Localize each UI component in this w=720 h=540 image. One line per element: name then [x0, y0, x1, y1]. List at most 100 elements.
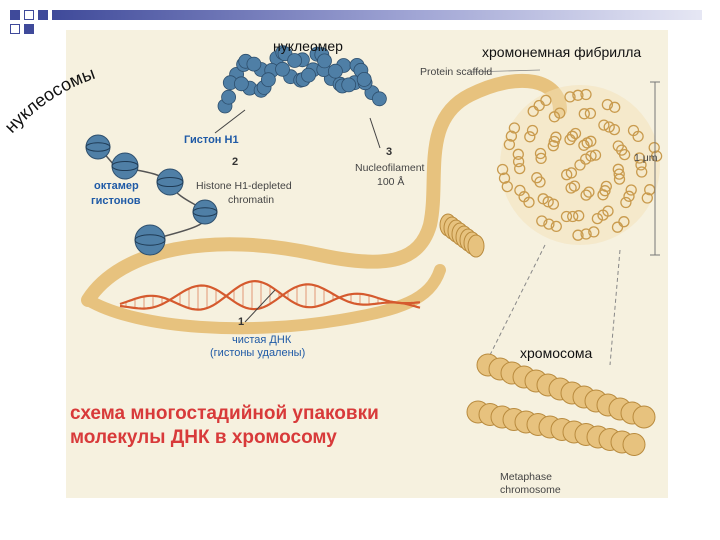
scaffold-loop: [566, 130, 579, 142]
nucleomer-label: нуклеомер: [273, 38, 343, 54]
deco-square-5: [24, 24, 34, 34]
step-2-label: 2: [232, 156, 239, 168]
caption-line-1: схема многостадийной упаковки: [70, 403, 379, 424]
deco-square-4: [10, 24, 20, 34]
scaffold-loop: [514, 162, 526, 175]
nucleomer-bead: [317, 53, 332, 69]
scaffold-loop: [560, 210, 573, 223]
chromatin-ribbon-lower: [82, 264, 446, 335]
scaffold-loop: [512, 155, 525, 168]
nucleomer-bead: [287, 53, 303, 68]
nucleomer-bead: [341, 77, 357, 93]
deco-square-2: [24, 10, 34, 20]
scaffold-loop: [620, 196, 632, 209]
caption-line-2: молекулы ДНК в хромосому: [70, 427, 337, 449]
scaffold-loop: [523, 196, 535, 208]
scaffold-loop: [578, 108, 590, 120]
scaffold-loop: [636, 166, 648, 178]
scaffold-loop: [543, 218, 555, 230]
scaffold-loop: [633, 152, 646, 164]
scaffold-loop: [524, 131, 536, 143]
scaffold-loop: [581, 137, 593, 149]
scaffold-loop: [599, 185, 611, 197]
scaffold-loop: [635, 159, 647, 171]
nucleomer-bead: [233, 76, 249, 92]
scaffold-loop: [565, 167, 578, 179]
scaffold-loop: [574, 159, 586, 171]
nucleosome-dna-wrap: [134, 234, 166, 246]
scaffold-loop: [568, 180, 581, 192]
diagram-caption: схема многостадийной упаковки молекулы Д…: [70, 402, 379, 451]
scaffold-loop: [600, 180, 612, 193]
scaffold-loop: [533, 99, 545, 112]
scaffold-loop: [589, 149, 602, 161]
deco-square-1: [10, 10, 20, 20]
guide-line-right: [609, 249, 621, 366]
scaffold-loop: [567, 210, 579, 223]
scaffold-loop: [648, 141, 660, 154]
scaffold-loop: [603, 121, 615, 133]
svg-text:нуклеосомы: нуклеосомы: [0, 63, 97, 137]
nucleosome-dna-wrap: [111, 160, 139, 172]
nucleosome-beads: [85, 134, 218, 256]
scaffold-loop: [650, 150, 663, 162]
naked-dna-label-2: (гистоны удалены): [210, 347, 306, 359]
scaffold-loop: [535, 152, 547, 165]
scaffold-loop: [584, 107, 597, 120]
scaffold-loop: [501, 180, 513, 193]
scaffold-loop: [561, 169, 573, 181]
nucleofilament-label-1: Nucleofilament: [355, 162, 425, 174]
octamer-label-1: октамер: [94, 180, 139, 192]
nucleomer-bead: [356, 72, 372, 87]
scaffold-loop: [564, 91, 576, 103]
histone-depleted-label-1: Histone H1-depleted: [196, 180, 292, 192]
scaffold-loop: [496, 163, 509, 176]
scaffold-loop: [601, 98, 614, 111]
nucleomer-bead: [260, 72, 276, 88]
step-1-label: 1: [238, 316, 245, 328]
scaffold-loop: [534, 176, 546, 188]
scaffold-loop: [572, 229, 584, 241]
scaffold-loop: [591, 212, 604, 225]
scaffold-loop: [578, 139, 590, 151]
nucleomer-bead: [221, 89, 237, 105]
scaffold-loop: [627, 124, 640, 137]
scaffold-loop: [580, 228, 592, 240]
scaffold-loop: [609, 101, 621, 113]
scaffold-loop: [641, 192, 653, 204]
scaffold-loop: [550, 220, 562, 233]
scaffold-loop: [602, 205, 614, 217]
scaffold-loop: [580, 153, 592, 165]
nucleomer-bead: [246, 56, 262, 72]
scaffold-loop: [588, 226, 600, 238]
scaffold-loop: [548, 135, 560, 148]
metaphase-chromosome: [466, 353, 656, 456]
deco-square-3: [38, 10, 48, 20]
scaffold-loop: [580, 189, 592, 201]
scaffold-loop: [611, 221, 624, 233]
scaffold-loop: [608, 123, 621, 136]
scaffold-loop: [623, 190, 635, 202]
fiber-coil: [467, 234, 485, 258]
nucleosomes-label: нуклеосомы: [0, 63, 97, 137]
scaffold-loop: [612, 140, 624, 152]
scaffold-core: [500, 85, 660, 245]
step-3-label: 3: [386, 146, 393, 158]
scaffold-loop: [536, 215, 548, 227]
octamer-label-2: гистонов: [91, 195, 141, 207]
metaphase-label-2: chromosome: [500, 484, 561, 496]
chromosome-label: хромосома: [520, 345, 593, 361]
chromatin-ribbon: [81, 73, 567, 307]
arrow-naked-dna: [244, 289, 276, 323]
scaffold-loop: [598, 119, 610, 131]
nucleomer-bead: [275, 61, 290, 77]
chromonema-fibril-label: хромонемная фибрилла: [482, 44, 642, 60]
scaffold-loop: [512, 148, 524, 160]
title-bar-decoration: [52, 10, 702, 20]
nucleosome-dna-wrap: [192, 207, 218, 217]
nucleosome-dna-wrap: [85, 142, 111, 152]
scaffold-loop: [505, 130, 518, 142]
nucleofilament-label-2: 100 Å: [377, 176, 405, 188]
